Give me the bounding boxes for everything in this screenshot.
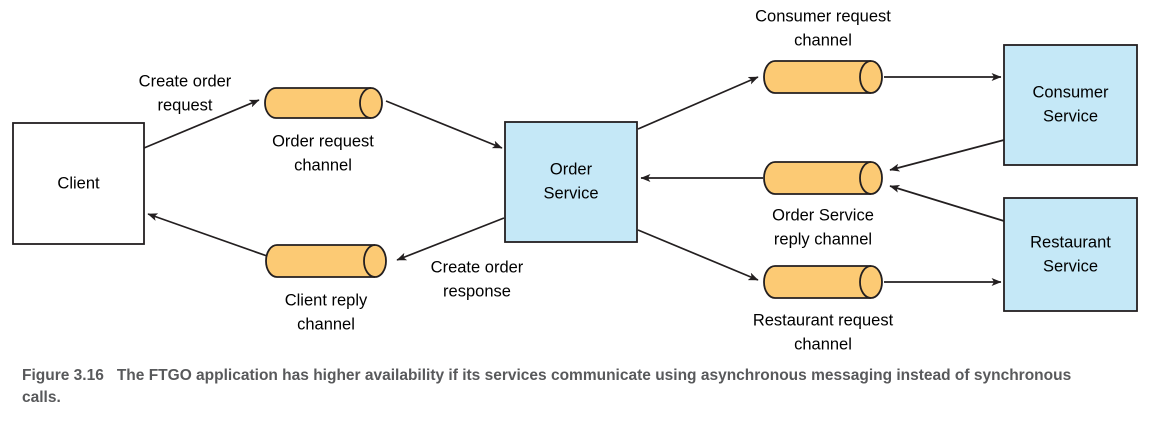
channel-restaurant-request[interactable]: Restaurant request channel — [753, 265, 894, 353]
order-request-channel-cap — [359, 87, 372, 119]
restaurant-request-channel-cap — [859, 265, 872, 299]
restaurant-service-label-line2: Service — [1043, 257, 1098, 275]
client-box-shape — [12, 122, 145, 245]
client-reply-channel-cap — [363, 244, 376, 278]
create-order-response-line2: response — [443, 282, 511, 300]
connectors — [143, 73, 1005, 286]
restaurant-request-channel-label-line1: Restaurant request — [753, 311, 894, 329]
order-request-channel-body — [264, 87, 383, 119]
node-client[interactable]: Client — [12, 122, 145, 245]
client-label: Client — [57, 174, 100, 192]
consumer-request-channel-label-line1: Consumer request — [755, 7, 891, 25]
create-order-response-line1: Create order — [431, 258, 524, 276]
client-reply-channel-label-line1: Client reply — [285, 291, 368, 309]
restaurant-service-box-shape — [1003, 197, 1138, 312]
edge-order-request-channel-to-order-service — [385, 100, 503, 149]
restaurant-request-channel-label-line2: channel — [794, 335, 852, 353]
figure-caption-text: The FTGO application has higher availabi… — [22, 367, 1072, 407]
edge-label-create-order-response: Create order response — [431, 258, 524, 300]
order-service-label-line2: Service — [543, 184, 598, 202]
node-order-service[interactable]: Order Service — [504, 121, 638, 243]
order-service-box-shape — [504, 121, 638, 243]
order-service-reply-channel-label-line1: Order Service — [772, 206, 874, 224]
consumer-request-channel-cap — [859, 60, 872, 94]
order-service-reply-channel-body — [763, 161, 883, 195]
create-order-request-line1: Create order — [139, 72, 232, 90]
consumer-service-label-line1: Consumer — [1032, 83, 1109, 101]
channel-order-request[interactable]: Order request channel — [264, 87, 383, 174]
consumer-service-box-shape — [1003, 44, 1138, 166]
channel-consumer-request[interactable]: Consumer request channel — [755, 7, 891, 94]
architecture-diagram: Client Order Service Consumer Service Re… — [12, 7, 1138, 353]
node-restaurant-service[interactable]: Restaurant Service — [1003, 197, 1138, 312]
edge-order-service-to-client-reply-channel — [396, 217, 505, 261]
edge-consumer-service-to-order-service-reply-channel — [889, 139, 1005, 172]
client-reply-channel-label-line2: channel — [297, 315, 355, 333]
order-service-label-line1: Order — [550, 160, 593, 178]
edge-order-service-to-consumer-request-channel — [637, 76, 759, 130]
node-consumer-service[interactable]: Consumer Service — [1003, 44, 1138, 166]
create-order-request-line2: request — [157, 96, 212, 114]
figure-number: Figure 3.16 — [22, 367, 104, 384]
edge-client-reply-channel-to-client — [147, 213, 268, 257]
consumer-request-channel-label-line2: channel — [794, 31, 852, 49]
order-request-channel-label-line2: channel — [294, 156, 352, 174]
order-service-reply-channel-label-line2: reply channel — [774, 230, 872, 248]
order-request-channel-label-line1: Order request — [272, 132, 374, 150]
channel-order-service-reply[interactable]: Order Service reply channel — [763, 161, 883, 248]
consumer-request-channel-body — [763, 60, 883, 94]
edge-restaurant-service-to-order-service-reply-channel — [889, 184, 1005, 222]
edge-client-to-order-request-channel — [143, 99, 260, 149]
channel-client-reply[interactable]: Client reply channel — [265, 244, 387, 333]
edge-order-service-to-restaurant-request-channel — [637, 229, 759, 281]
order-service-reply-channel-cap — [859, 161, 872, 195]
restaurant-request-channel-body — [763, 265, 883, 299]
restaurant-service-label-line1: Restaurant — [1030, 233, 1111, 251]
consumer-service-label-line2: Service — [1043, 107, 1098, 125]
edge-label-create-order-request: Create order request — [139, 72, 232, 114]
